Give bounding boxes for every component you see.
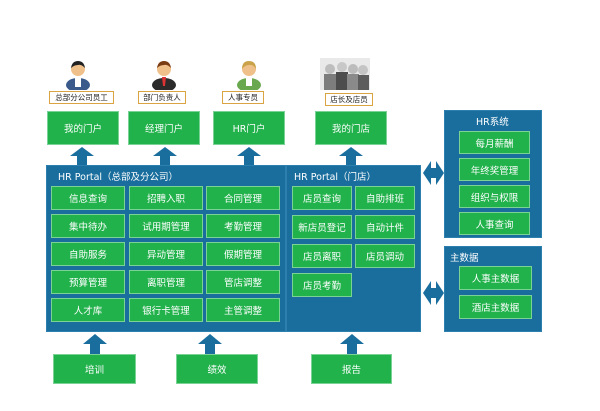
master-data-items: 人事主数据酒店主数据 — [459, 266, 532, 326]
hr-specialist-avatar-icon — [237, 61, 261, 90]
double-arrow-master-data — [423, 281, 444, 305]
training-box[interactable]: 培训 — [53, 354, 136, 384]
arrow-up-report — [340, 334, 364, 354]
store-module-item[interactable]: 店员调动 — [355, 244, 415, 268]
store-portal-items: 店员查询自助排班新店员登记自动计件店员离职店员调动店员考勤 — [292, 186, 416, 326]
arrow-up-portal-my — [70, 147, 94, 165]
hq-module-item[interactable]: 主管调整 — [206, 298, 280, 322]
arrow-up-portal-hr — [237, 147, 261, 165]
arrow-up-portal-manager — [153, 147, 177, 165]
hr-system-item[interactable]: 年终奖管理 — [459, 158, 530, 181]
arrow-up-training — [83, 334, 107, 354]
hr-system-item[interactable]: 每月薪酬 — [459, 131, 530, 154]
arrow-up-performance — [198, 334, 222, 354]
hq-module-item[interactable]: 离职管理 — [129, 270, 203, 294]
store-module-item[interactable]: 店员查询 — [292, 186, 352, 210]
hq-module-item[interactable]: 人才库 — [51, 298, 125, 322]
master-data-item[interactable]: 酒店主数据 — [459, 295, 532, 319]
hq-module-item[interactable]: 考勤管理 — [206, 214, 280, 238]
hq-module-item[interactable]: 自助服务 — [51, 242, 125, 266]
manager-avatar-icon — [152, 61, 176, 90]
hr-system-item[interactable]: 人事查询 — [459, 212, 530, 235]
portal-my-store[interactable]: 我的门店 — [315, 111, 387, 145]
arrow-up-portal-store — [339, 147, 363, 165]
employee-avatar-icon — [66, 61, 90, 90]
hq-module-item[interactable]: 集中待办 — [51, 214, 125, 238]
performance-box[interactable]: 绩效 — [176, 354, 258, 384]
hr-system-items: 每月薪酬年终奖管理组织与权限人事查询 — [459, 131, 530, 235]
hq-module-item[interactable]: 招聘入职 — [129, 186, 203, 210]
report-box[interactable]: 报告 — [311, 354, 392, 384]
store-portal-title: HR Portal（门店） — [294, 172, 377, 183]
user-label-manager: 部门负责人 — [138, 91, 186, 104]
master-data-item[interactable]: 人事主数据 — [459, 266, 532, 290]
store-staff-group-icon — [320, 58, 370, 90]
double-arrow-hr-system — [423, 161, 444, 185]
portal-my[interactable]: 我的门户 — [47, 111, 119, 145]
store-module-item[interactable]: 店员离职 — [292, 244, 352, 268]
hq-module-item[interactable]: 假期管理 — [206, 242, 280, 266]
hr-system-item[interactable]: 组织与权限 — [459, 185, 530, 208]
hq-module-item[interactable]: 管店调整 — [206, 270, 280, 294]
portal-hr[interactable]: HR门户 — [213, 111, 285, 145]
hq-module-item[interactable]: 异动管理 — [129, 242, 203, 266]
hq-module-item[interactable]: 试用期管理 — [129, 214, 203, 238]
user-label-hr: 人事专员 — [222, 91, 264, 104]
user-label-store-staff: 店长及店员 — [325, 93, 373, 106]
hq-portal-items: 信息查询招聘入职合同管理集中待办试用期管理考勤管理自助服务异动管理假期管理预算管… — [51, 186, 282, 326]
hq-portal-title: HR Portal（总部及分公司） — [58, 172, 179, 183]
hq-module-item[interactable]: 银行卡管理 — [129, 298, 203, 322]
portal-manager[interactable]: 经理门户 — [128, 111, 200, 145]
user-label-employee: 总部分公司员工 — [49, 91, 114, 104]
store-module-item[interactable]: 自助排班 — [355, 186, 415, 210]
hq-module-item[interactable]: 预算管理 — [51, 270, 125, 294]
hq-module-item[interactable]: 合同管理 — [206, 186, 280, 210]
store-module-item[interactable]: 店员考勤 — [292, 273, 352, 297]
store-module-item[interactable]: 新店员登记 — [292, 215, 352, 239]
hq-module-item[interactable]: 信息查询 — [51, 186, 125, 210]
master-data-title: 主数据 — [450, 253, 479, 264]
store-module-item[interactable]: 自动计件 — [355, 215, 415, 239]
hr-system-title: HR系统 — [476, 117, 509, 128]
